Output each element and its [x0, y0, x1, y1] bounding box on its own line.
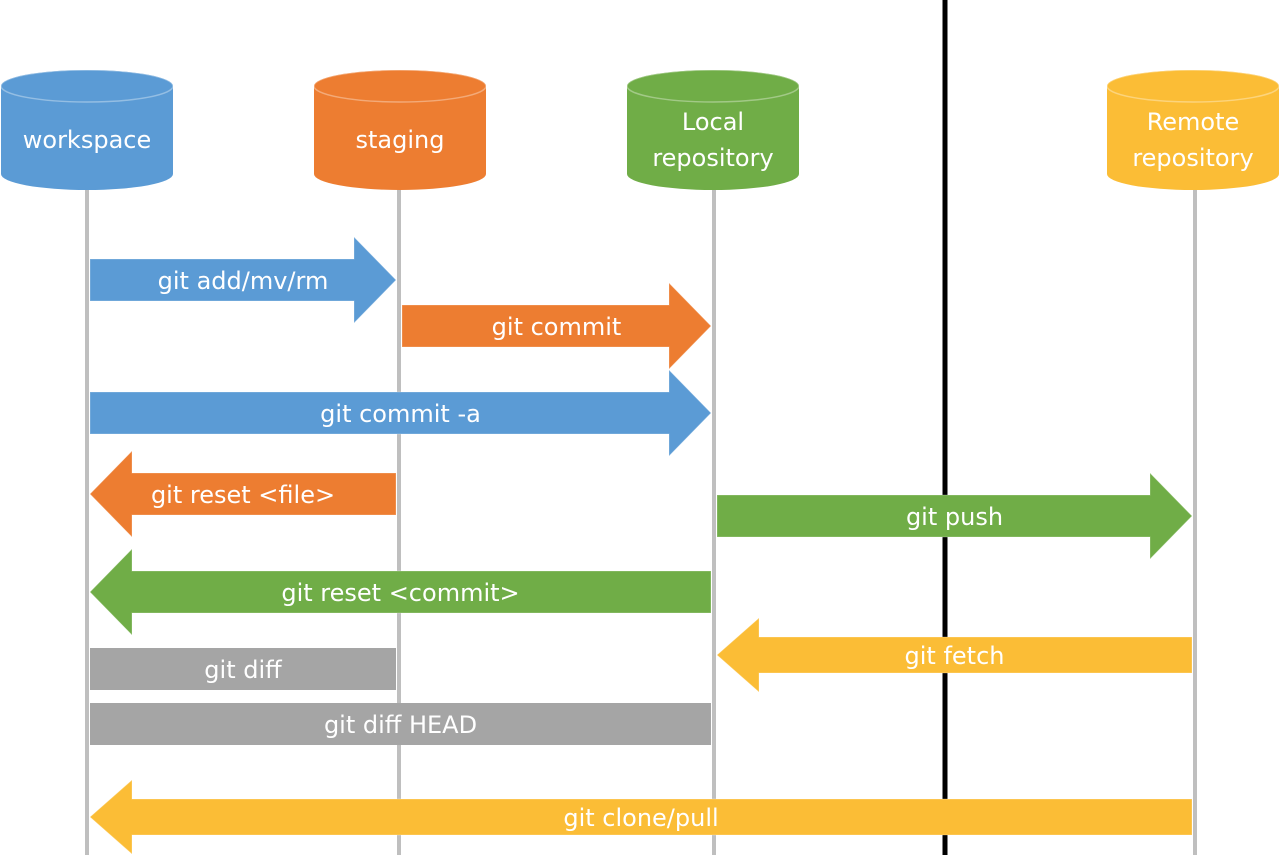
edge-git-add: git add/mv/rm — [89, 235, 397, 325]
edge-git-fetch-label: git fetch — [905, 642, 1005, 670]
node-local-label-line: Local — [682, 108, 744, 136]
node-local-body — [627, 70, 799, 190]
node-staging-body — [314, 70, 486, 190]
node-staging: staging — [313, 69, 487, 190]
node-workspace: workspace — [0, 69, 174, 190]
node-local-top — [626, 69, 800, 103]
edge-git-diff-head-label: git diff HEAD — [324, 711, 477, 739]
edge-git-clone-pull: git clone/pull — [89, 778, 1193, 855]
edge-git-commit-label: git commit — [492, 313, 622, 341]
edge-git-reset-commit-shape — [89, 547, 712, 637]
edge-git-reset-commit-label: git reset <commit> — [281, 579, 519, 607]
edge-git-diff: git diff — [90, 648, 396, 690]
edge-git-reset-file: git reset <file> — [89, 449, 397, 539]
node-local: Local repository — [626, 69, 800, 190]
edge-git-commit-a-label: git commit -a — [320, 400, 481, 428]
nodes: workspace staging Local repository Remote rep… — [0, 69, 1280, 190]
node-remote-label-line: repository — [1132, 144, 1253, 172]
edge-git-reset-file-label: git reset <file> — [151, 481, 335, 509]
node-local-label-line: repository — [652, 144, 773, 172]
edge-git-diff-head-shape — [90, 703, 711, 745]
node-remote-body — [1107, 70, 1279, 190]
edge-git-push: git push — [716, 471, 1193, 561]
edge-git-commit-a: git commit -a — [89, 368, 712, 458]
edge-git-reset-file-shape — [89, 449, 397, 539]
node-workspace-label-line: workspace — [23, 126, 151, 154]
node-workspace-body — [1, 70, 173, 190]
edge-git-diff-head: git diff HEAD — [90, 703, 711, 745]
edge-git-reset-commit: git reset <commit> — [89, 547, 712, 637]
node-remote-label-line: Remote — [1147, 108, 1240, 136]
edge-git-diff-shape — [90, 648, 396, 690]
edge-git-diff-label: git diff — [204, 656, 282, 684]
node-remote: Remote repository — [1106, 69, 1280, 190]
node-staging-top — [313, 69, 487, 103]
edge-git-clone-pull-label: git clone/pull — [563, 804, 718, 832]
edges: git add/mv/rm git commit git commit -a git … — [89, 235, 1193, 855]
edge-git-commit-shape — [401, 281, 712, 371]
edge-git-fetch-shape — [716, 616, 1193, 694]
edge-git-add-shape — [89, 235, 397, 325]
edge-git-push-shape — [716, 471, 1193, 561]
edge-git-commit-a-shape — [89, 368, 712, 458]
edge-git-push-label: git push — [906, 503, 1003, 531]
edge-git-commit: git commit — [401, 281, 712, 371]
edge-git-fetch: git fetch — [716, 616, 1193, 694]
node-staging-label-line: staging — [356, 126, 445, 154]
edge-git-clone-pull-shape — [89, 778, 1193, 855]
node-remote-top — [1106, 69, 1280, 103]
node-workspace-top — [0, 69, 174, 103]
edge-git-add-label: git add/mv/rm — [158, 267, 329, 295]
